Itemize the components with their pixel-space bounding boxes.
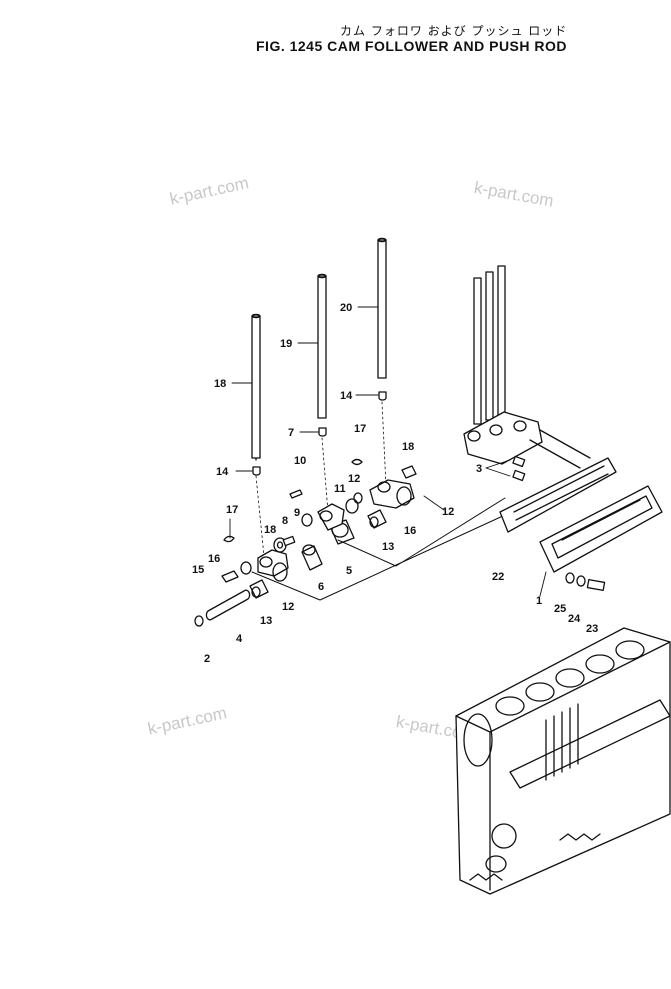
callout-14: 14 [216,466,229,478]
figure-title-japanese: カム フォロワ および プッシュ ロッド [340,24,568,38]
callout-25: 25 [554,603,566,615]
pin-15 [221,570,239,583]
callout-10: 10 [294,455,306,467]
callout-20: 19 [280,338,292,350]
clip-17-right [351,458,363,466]
push-rod-cup-14-right [378,391,387,401]
washer-25 [565,572,575,584]
push-rod-19 [251,313,261,461]
bolt-3-upper [512,455,526,468]
callout-16: 16 [404,525,416,537]
callout-12: 12 [348,473,360,485]
callout-17: 17 [354,423,366,435]
cam-follower-right [369,479,415,509]
callout-7: 7 [288,427,294,439]
cover-1 [539,485,663,573]
follower-shaft-4 [205,589,251,621]
callout-14: 14 [340,390,353,402]
bushing-13-right [367,509,387,529]
push-rod-cup-7 [318,427,327,437]
pin-8 [282,535,296,547]
bolt-23 [586,579,606,591]
callout-13: 13 [382,541,394,553]
ring-18-right [401,465,417,479]
ring-12-middle [345,492,363,514]
callout-9: 9 [294,507,300,519]
engine-block [455,627,671,895]
bushing-6 [301,544,323,571]
ring-9 [301,513,313,527]
callout-2: 2 [204,653,210,665]
callout-13: 13 [260,615,272,627]
callout-15: 15 [192,564,204,576]
callout-8: 8 [282,515,288,527]
washer-24 [576,575,586,587]
callout-24: 24 [568,613,581,625]
push-rod-cup-14-left [252,466,261,476]
bushing-13-left [249,579,269,599]
callout-21: 20 [340,302,352,314]
follower-11 [317,503,345,531]
push-rod-20 [317,273,327,419]
clip-17-left [223,535,235,543]
callout-4: 4 [236,633,243,645]
callout-12: 12 [282,601,294,613]
figure-title: FIG. 1245 CAM FOLLOWER AND PUSH ROD [256,38,568,54]
callout-17: 17 [226,504,238,516]
push-rod-21 [377,237,387,379]
callout-23: 23 [586,623,598,635]
callout-5: 5 [346,565,352,577]
gasket-22 [499,457,617,533]
callout-18: 18 [264,524,276,536]
plug-2 [194,615,204,627]
ring-16-left [240,561,252,575]
callout-11: 11 [334,483,346,495]
callout-18: 18 [402,441,414,453]
cam-follower-left [257,549,289,582]
callout-12: 12 [442,506,454,518]
callout-22: 22 [492,571,504,583]
rocker-assembly [463,265,591,469]
callout-3: 3 [476,463,482,475]
callout-19: 18 [214,378,226,390]
callout-6: 6 [318,581,324,593]
callout-1: 1 [536,595,542,607]
bolt-3-lower [512,469,526,482]
callout-16: 16 [208,553,220,565]
pin-10 [289,489,303,499]
